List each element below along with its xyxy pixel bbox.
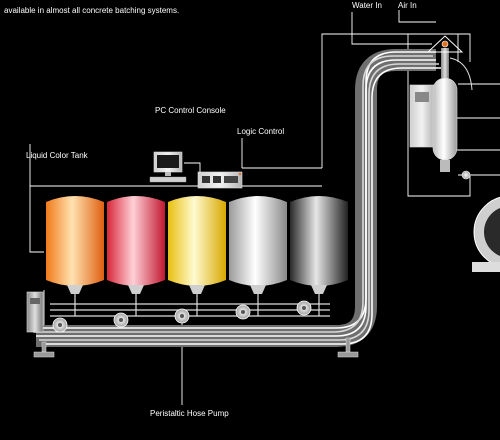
peristaltic-pumps [52, 300, 312, 333]
tank-outlet [189, 285, 205, 294]
tank-feed-pipes [50, 285, 330, 317]
tank-outlet [128, 285, 144, 294]
logic-control-unit [197, 171, 243, 189]
hose-pump-label: Peristaltic Hose Pump [150, 409, 229, 418]
support-legs [33, 337, 359, 358]
mixer-edge [472, 196, 500, 272]
intro-text: available in almost all concrete batchin… [4, 6, 179, 15]
tank-outlet [67, 285, 83, 294]
pc-control-console [149, 151, 187, 183]
tank-body [46, 196, 104, 286]
tank-body [168, 196, 226, 286]
tank-body [290, 196, 348, 286]
pump-4 [235, 304, 251, 320]
tank-gray [290, 196, 348, 294]
tank-body [229, 196, 287, 286]
water-in-label: Water In [352, 1, 382, 10]
pc-console-label: PC Control Console [155, 106, 226, 115]
water-air-vessel [409, 35, 473, 180]
pump-3 [174, 308, 190, 324]
top-control-line [321, 33, 471, 168]
left-cabinet [26, 291, 44, 333]
pump-2 [113, 312, 129, 328]
tank-white [229, 196, 287, 294]
tank-outlet [250, 285, 266, 294]
water-in-leader [351, 12, 432, 45]
main-pipe-bundle [33, 49, 442, 347]
tank-red [107, 196, 165, 294]
pump-1 [52, 317, 68, 333]
tank-outlet [311, 285, 327, 294]
signal-lines [29, 10, 500, 405]
air-in-leader [398, 10, 436, 23]
liquid-tank-label: Liquid Color Tank [26, 151, 89, 160]
frame-left-line [407, 34, 471, 197]
tank-body [107, 196, 165, 286]
air-in-label: Air In [398, 1, 417, 10]
pump-5 [296, 300, 312, 316]
tank-yellow [168, 196, 226, 294]
tank-orange [46, 196, 104, 294]
color-tanks [46, 196, 348, 294]
liquid-tank-leader [29, 144, 44, 253]
logic-control-label: Logic Control [237, 127, 284, 136]
